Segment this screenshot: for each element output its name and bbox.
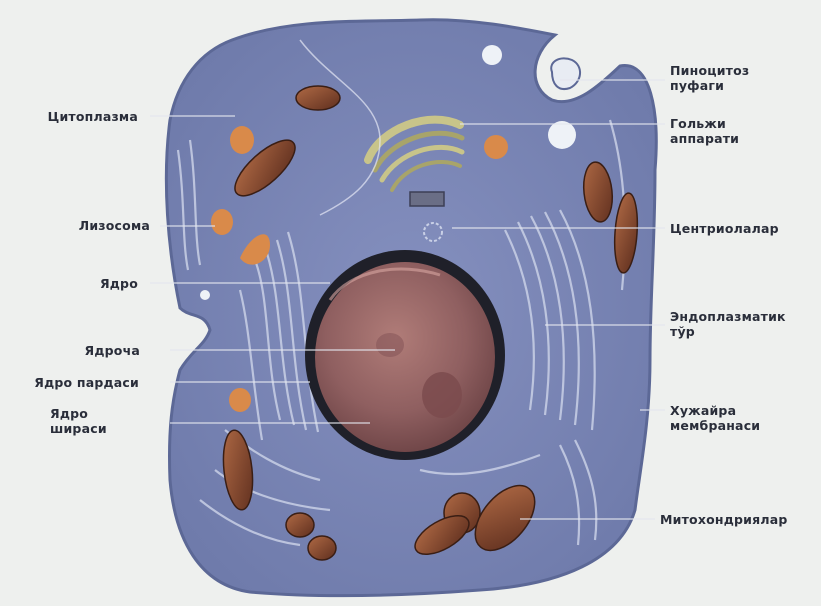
vacuole <box>482 45 502 65</box>
label-membrane-line1: Хужайра <box>670 403 760 418</box>
label-nucleoplasm: Ядро шираси <box>50 406 132 436</box>
nucleus <box>305 250 505 460</box>
label-nucleolus: Ядроча <box>30 343 140 358</box>
label-mitochondria: Митохондриялар <box>660 512 787 527</box>
label-er-line1: Эндоплазматик <box>670 309 786 324</box>
label-centrioles: Центриолалар <box>670 221 779 236</box>
label-pinocytosis-line1: Пиноцитоз <box>670 63 749 78</box>
label-membrane: Хужайра мембранаси <box>670 403 760 433</box>
label-golgi-line2: аппарати <box>670 131 739 146</box>
nucleolus <box>422 372 462 418</box>
label-nuclear-envelope: Ядро пардаси <box>4 375 139 390</box>
label-cytoplasm: Цитоплазма <box>30 109 138 124</box>
label-nucleoplasm-line2: шираси <box>50 421 132 436</box>
label-pinocytosis: Пиноцитоз пуфаги <box>670 63 749 93</box>
label-membrane-line2: мембранаси <box>670 418 760 433</box>
vacuole <box>548 121 576 149</box>
label-pinocytosis-line2: пуфаги <box>670 78 749 93</box>
label-golgi: Гольжи аппарати <box>670 116 739 146</box>
label-er: Эндоплазматик тўр <box>670 309 786 339</box>
vacuole <box>200 290 210 300</box>
pinocytosis-vesicle <box>551 58 580 89</box>
label-er-line2: тўр <box>670 324 786 339</box>
label-nucleoplasm-line1: Ядро <box>50 406 132 421</box>
label-nucleus: Ядро <box>30 276 138 291</box>
label-lysosome: Лизосома <box>30 218 150 233</box>
label-golgi-line1: Гольжи <box>670 116 739 131</box>
